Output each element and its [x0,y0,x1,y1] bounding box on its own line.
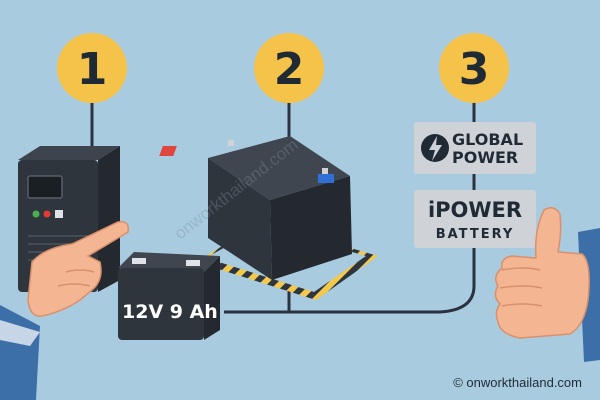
small-battery: 12V 9 Ah [118,252,220,340]
thumbs-up-hand [494,207,600,362]
copyright-footer: © onworkthailand.com [453,375,582,390]
step-circle-1: 1 [57,33,127,103]
brand-1-line2: POWER [452,148,518,167]
brand-2-line1: iPOWER [428,198,522,222]
large-battery [159,136,378,300]
pointing-hand [0,220,130,400]
step-number-1: 1 [77,44,108,95]
step-circle-3: 3 [439,33,509,103]
lightning-icon [421,134,449,162]
step-circle-2: 2 [254,33,324,103]
small-battery-label: 12V 9 Ah [122,301,218,323]
step-number-2: 2 [274,44,305,95]
step-number-3: 3 [459,44,490,95]
brand-1-line1: GLOBAL [452,130,523,149]
brand-2-line2: BATTERY [436,227,515,242]
brand-card-ipower-battery: iPOWER BATTERY [414,190,536,248]
brand-card-global-power: GLOBAL POWER [414,122,536,174]
